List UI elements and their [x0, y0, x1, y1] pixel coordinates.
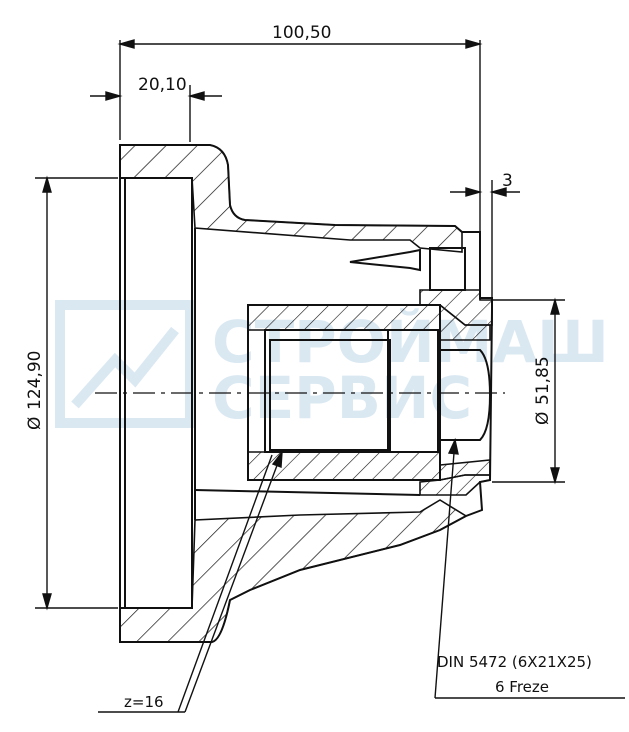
dim-inner-diameter: Ø 51,85 [533, 356, 553, 425]
note-teeth: z=16 [124, 693, 164, 711]
watermark-line2: СЕРВИС [212, 364, 472, 432]
leader-lines [98, 437, 625, 713]
diameter-symbol-inner: Ø [533, 412, 553, 425]
hatch-flange-top [119, 144, 463, 253]
hidden-lines [270, 339, 390, 451]
chamfer [349, 248, 421, 272]
dimension-lines [35, 39, 565, 611]
note-spline-type: 6 Freze [495, 678, 549, 696]
dim-outer-diameter-value: 124,90 [25, 351, 45, 410]
note-spline-standard: DIN 5472 (6X21X25) [437, 653, 592, 671]
dim-overall-length: 100,50 [272, 23, 331, 43]
dim-flange-width: 20,10 [138, 75, 187, 95]
small-bore [440, 349, 492, 441]
hatch-right-bottom [419, 474, 491, 496]
dim-step: 3 [502, 171, 513, 191]
diameter-symbol-outer: Ø [25, 417, 45, 430]
bore-step [387, 329, 439, 453]
relief-groove [429, 247, 466, 291]
hatch-flange-bottom [119, 499, 468, 643]
spline-inner [264, 329, 441, 453]
dim-outer-diameter: Ø 124,90 [25, 351, 45, 430]
dim-inner-diameter-value: 51,85 [533, 356, 553, 405]
